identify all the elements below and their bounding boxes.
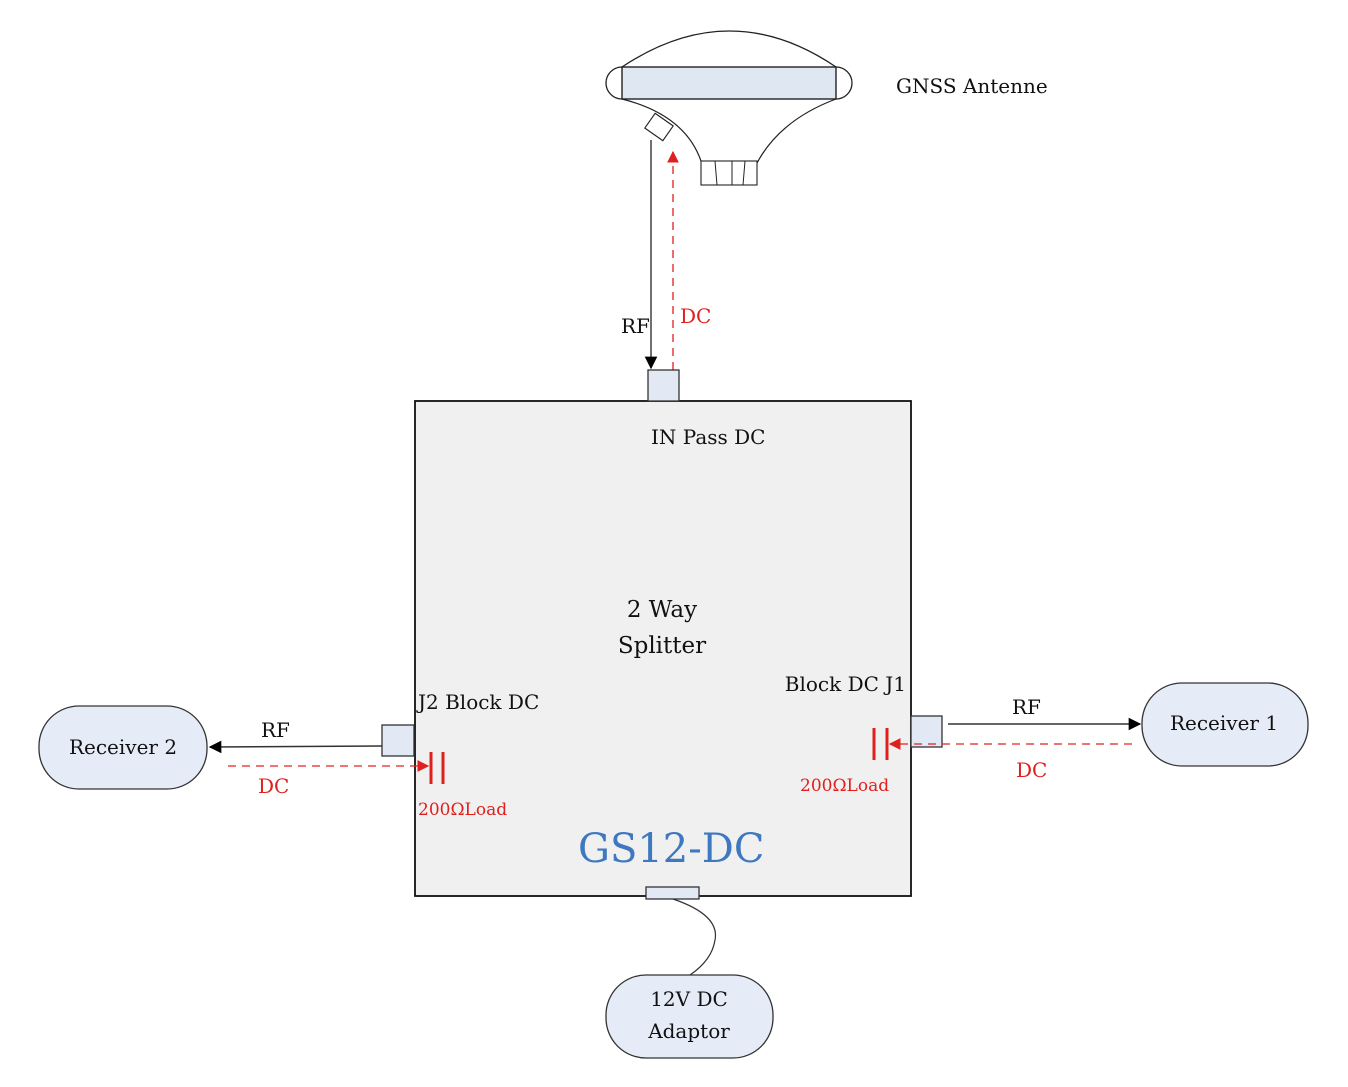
dc-adaptor-node (605, 974, 774, 1059)
j1-port (910, 715, 943, 748)
j2-capacitor-icon (429, 752, 445, 784)
splitter-title-line1: 2 Way (627, 597, 697, 623)
dc-input-port (645, 886, 700, 900)
j2-port (381, 724, 415, 757)
rf-label-top: RF (621, 314, 650, 338)
receiver-2-label: Receiver 2 (69, 735, 177, 759)
receiver-2-node (38, 705, 208, 790)
model-label: GS12-DC (578, 826, 764, 872)
rf-label-right: RF (1012, 695, 1041, 719)
dc-label-top: DC (680, 304, 711, 328)
j1-load-label: 200ΩLoad (800, 776, 889, 796)
antenna-label: GNSS Antenne (896, 74, 1048, 98)
input-port (647, 369, 680, 402)
j2-load-label: 200ΩLoad (418, 800, 507, 820)
j2-port-label: J2 Block DC (416, 690, 539, 714)
splitter-title-line2: Splitter (618, 633, 706, 659)
receiver-1-node (1141, 682, 1309, 767)
receiver-1-label: Receiver 1 (1170, 711, 1278, 735)
j1-port-label: Block DC J1 (785, 672, 906, 696)
dc-label-right: DC (1016, 758, 1047, 782)
adaptor-label-line2: Adaptor (647, 1019, 730, 1043)
dc-label-left: DC (258, 774, 289, 798)
adaptor-label-line1: 12V DC (650, 987, 728, 1011)
rf-line-left (208, 740, 383, 754)
splitter-box (414, 400, 912, 897)
adaptor-cable (672, 898, 717, 976)
gnss-antenna-icon (605, 30, 853, 186)
j1-capacitor-icon (872, 728, 889, 760)
rf-label-left: RF (261, 718, 290, 742)
input-port-label: IN Pass DC (651, 425, 765, 449)
